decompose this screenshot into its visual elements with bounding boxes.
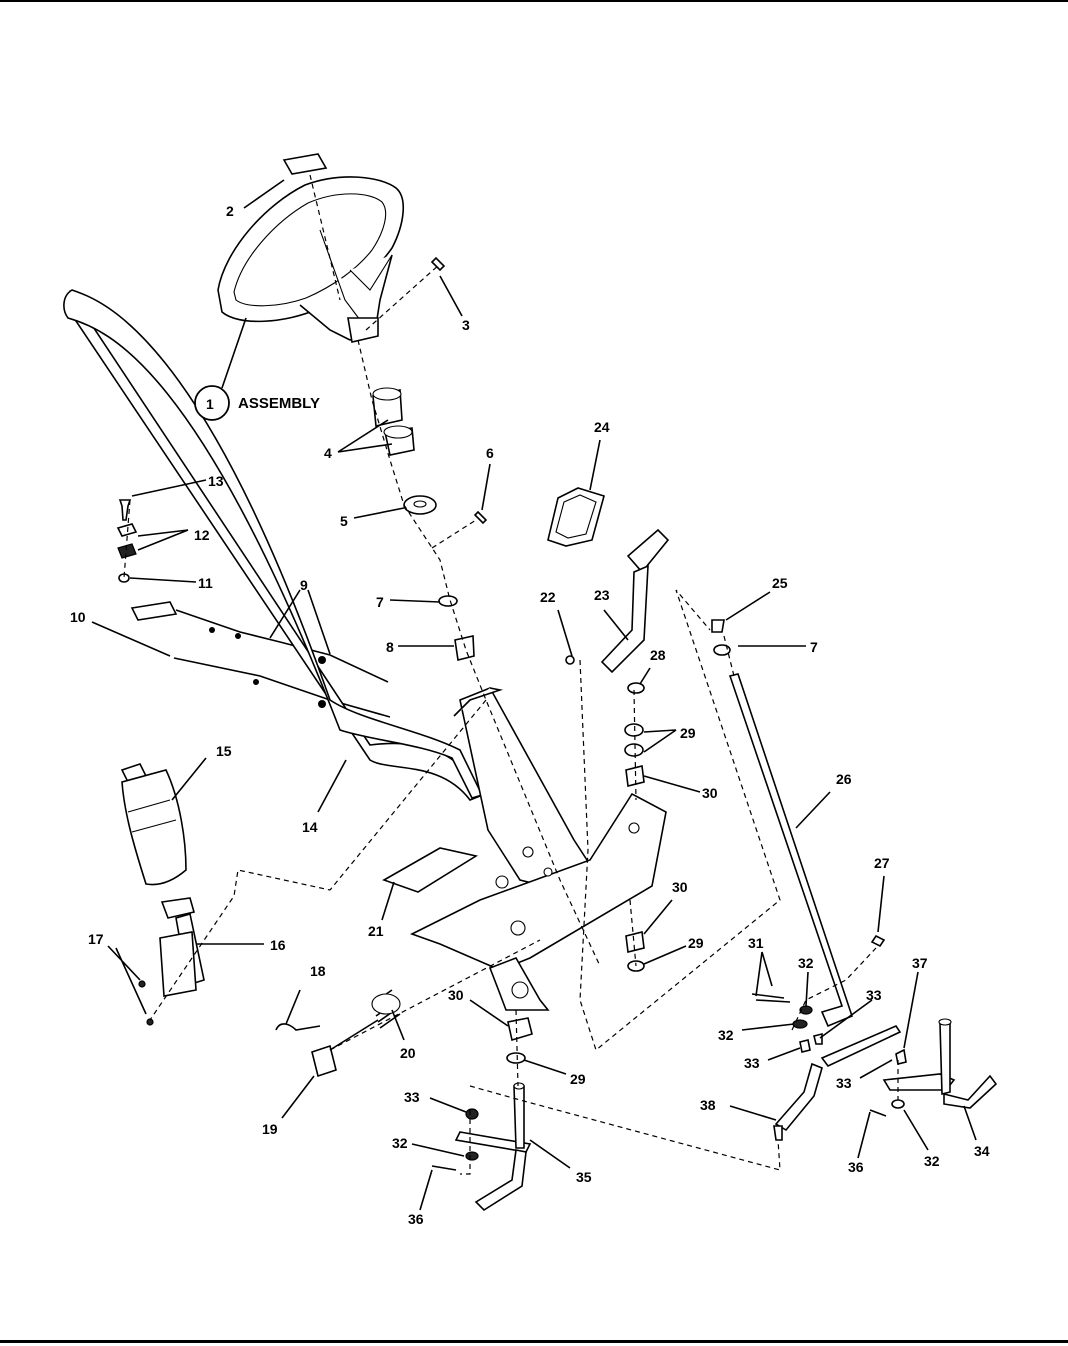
callout-27: 27 xyxy=(874,855,890,871)
callout-17: 17 xyxy=(88,931,104,947)
bolt-13 xyxy=(118,499,132,521)
pin-27 xyxy=(870,934,886,948)
callout-9: 9 xyxy=(300,577,308,593)
bushing-30b xyxy=(625,931,645,953)
callout-24: 24 xyxy=(594,419,610,435)
callout-26: 26 xyxy=(836,771,852,787)
bottle-holder xyxy=(159,897,205,997)
washer-7 xyxy=(438,595,458,607)
rod-19 xyxy=(311,1044,337,1078)
callout-29c: 29 xyxy=(570,1071,586,1087)
assembly-dash-lines xyxy=(123,174,899,1175)
top-rule xyxy=(0,0,1068,2)
callout-19: 19 xyxy=(262,1121,278,1137)
callout-numbers: 2 3 4 5 6 7 7 8 9 10 11 12 13 14 15 16 1… xyxy=(70,203,990,1227)
washer-7b xyxy=(713,644,731,656)
callout-16: 16 xyxy=(270,937,286,953)
callout-32c: 32 xyxy=(924,1153,940,1169)
callout-34: 34 xyxy=(974,1143,990,1159)
callout-11: 11 xyxy=(198,575,213,591)
washer-29d xyxy=(506,1052,526,1064)
cap-25 xyxy=(711,619,725,633)
spindle-left xyxy=(431,1082,532,1212)
bushing-30c xyxy=(507,1017,533,1042)
tube-14-body xyxy=(63,289,484,799)
callout-23: 23 xyxy=(594,587,610,603)
screw-17a xyxy=(138,980,146,988)
callout-36b: 36 xyxy=(408,1211,424,1227)
callout-37: 37 xyxy=(912,955,928,971)
washer-29a xyxy=(624,723,644,737)
pin-6 xyxy=(473,510,488,525)
callout-8: 8 xyxy=(386,639,394,655)
ring-28 xyxy=(627,682,645,694)
pedal-assembly xyxy=(547,487,670,674)
steering-wheel xyxy=(217,176,405,343)
callout-32a: 32 xyxy=(798,955,814,971)
callout-28: 28 xyxy=(650,647,666,663)
bushing-8 xyxy=(454,635,475,661)
spring-20 xyxy=(371,989,401,1029)
callout-6: 6 xyxy=(486,445,494,461)
callout-35: 35 xyxy=(576,1169,592,1185)
callout-leaders xyxy=(91,179,977,1211)
callout-20: 20 xyxy=(400,1045,416,1061)
callout-7a: 7 xyxy=(376,594,384,610)
steering-pedestal xyxy=(409,686,667,1011)
callout-3: 3 xyxy=(462,317,470,333)
callout-30b: 30 xyxy=(672,879,688,895)
callout-25: 25 xyxy=(772,575,788,591)
callout-38: 38 xyxy=(700,1097,716,1113)
callout-31: 31 xyxy=(748,935,764,951)
steering-cap xyxy=(282,153,328,175)
hairpin-18 xyxy=(275,1023,321,1031)
washer-29b xyxy=(624,743,644,757)
assembly-number: 1 xyxy=(206,396,214,412)
callout-12: 12 xyxy=(194,527,210,543)
bottle xyxy=(120,763,187,886)
control-cables xyxy=(130,601,391,718)
callout-10: 10 xyxy=(70,609,86,625)
bushing-30a xyxy=(625,765,645,787)
callout-13: 13 xyxy=(208,473,224,489)
rod-26 xyxy=(728,673,853,1028)
callout-22: 22 xyxy=(540,589,556,605)
plate-21 xyxy=(382,847,479,893)
callout-32d: 32 xyxy=(392,1135,408,1151)
clip-12a xyxy=(116,523,138,537)
callout-15: 15 xyxy=(216,743,232,759)
steering-bushings xyxy=(372,387,415,456)
callout-2: 2 xyxy=(226,203,234,219)
callout-36a: 36 xyxy=(848,1159,864,1175)
callout-14: 14 xyxy=(302,819,318,835)
callout-7b: 7 xyxy=(810,639,818,655)
callout-33b: 33 xyxy=(744,1055,760,1071)
callout-21: 21 xyxy=(368,923,384,939)
bottom-rule xyxy=(0,1340,1068,1343)
callout-33d: 33 xyxy=(404,1089,420,1105)
tie-rod-linkage xyxy=(751,993,998,1141)
callout-29b: 29 xyxy=(688,935,704,951)
callout-33c: 33 xyxy=(836,1075,852,1091)
callout-5: 5 xyxy=(340,513,348,529)
callout-4: 4 xyxy=(324,445,332,461)
callout-29a: 29 xyxy=(680,725,696,741)
clip-12b xyxy=(117,543,137,559)
callout-30c: 30 xyxy=(448,987,464,1003)
callout-30a: 30 xyxy=(702,785,718,801)
roll-pin xyxy=(430,256,446,272)
callout-32b: 32 xyxy=(718,1027,734,1043)
assembly-circle xyxy=(194,385,230,421)
callout-18: 18 xyxy=(310,963,326,979)
assembly-label: ASSEMBLY xyxy=(238,395,320,412)
callout-33a: 33 xyxy=(866,987,882,1003)
